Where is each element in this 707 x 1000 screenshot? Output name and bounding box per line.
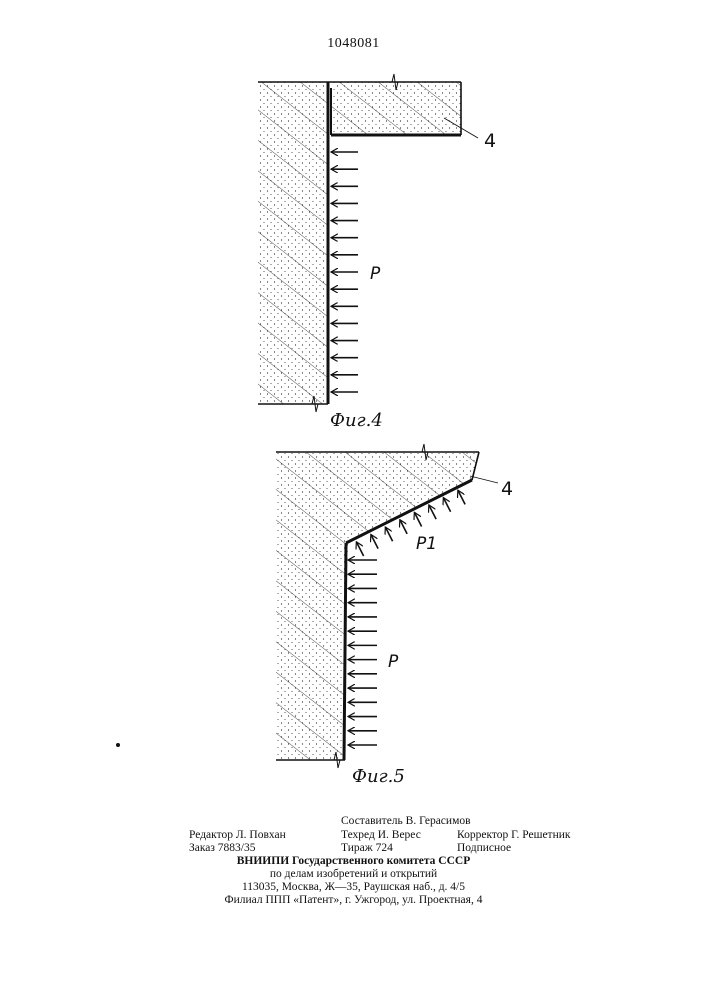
imprint-org-line2: по делам изобретений и открытий [0, 869, 707, 881]
fig4-pressure-arrows [331, 152, 358, 392]
figure-5 [276, 444, 498, 768]
fig5-sloped-pressure-arrow [458, 490, 465, 504]
fig5-sloped-pressure-arrow [429, 505, 436, 519]
imprint-techred: Техред И. Верес [341, 830, 421, 842]
fig5-pressure-label: P [388, 654, 398, 671]
fig5-sloped-pressure-label: P1 [416, 536, 437, 553]
imprint-corrector: Корректор Г. Решетник [457, 830, 570, 842]
imprint-branch: Филиал ППП «Патент», г. Ужгород, ул. Про… [0, 895, 707, 907]
scan-speck [116, 743, 120, 747]
fig5-sloped-pressure-arrow [400, 520, 407, 534]
fig4-ref-label: 4 [484, 132, 496, 151]
imprint-org-line1: ВНИИПИ Государственного комитета СССР [0, 856, 707, 868]
fig5-sloped-pressure-arrow [356, 542, 363, 556]
fig5-ref-label: 4 [501, 480, 513, 499]
imprint-editor: Редактор Л. Повхан [189, 830, 286, 842]
fig5-sloped-pressure-arrow [371, 534, 378, 548]
figure-4 [258, 74, 478, 412]
fig5-pressure-arrows [348, 560, 377, 745]
fig5-caption: Фиг.5 [352, 768, 405, 786]
imprint-order: Заказ 7883/35 [189, 843, 256, 855]
imprint-compiler: Составитель В. Герасимов [341, 816, 471, 828]
fig4-caption: Фиг.4 [330, 412, 383, 430]
imprint-circulation: Тираж 724 [341, 843, 393, 855]
fig4-pressure-label: P [370, 266, 380, 283]
fig5-sloped-pressure-arrow [385, 527, 392, 541]
imprint-address: 113035, Москва, Ж—35, Раушская наб., д. … [0, 882, 707, 894]
imprint-subscription: Подписное [457, 843, 511, 855]
fig5-sloped-pressure-arrow [414, 512, 421, 526]
fig5-sloped-pressure-arrow [443, 498, 450, 512]
